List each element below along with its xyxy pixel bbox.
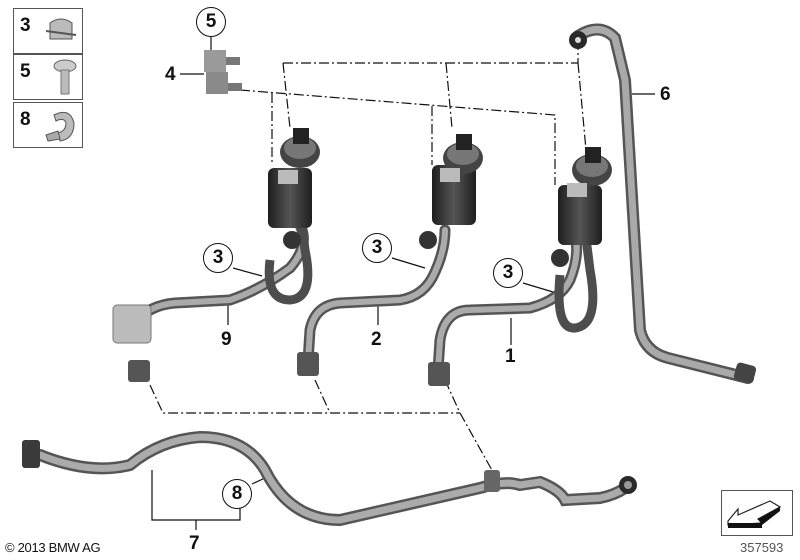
diagram-number: 357593 <box>740 540 784 555</box>
valve-left <box>268 128 320 249</box>
callout-3-clamp-right[interactable]: 3 <box>493 258 523 288</box>
pressure-sensor <box>112 304 152 344</box>
leader-lines <box>149 40 587 473</box>
legend-number: 8 <box>20 109 31 130</box>
legend-item-hose-clamp[interactable]: 8 <box>13 102 83 148</box>
legend-item-clip[interactable]: 3 <box>13 8 83 54</box>
screw-icon <box>53 59 77 95</box>
valve-middle <box>419 134 483 249</box>
callout-8-hose-clamp[interactable]: 8 <box>222 479 252 509</box>
arrow-left-icon <box>727 500 782 528</box>
callout-2-hose[interactable]: 2 <box>371 329 382 350</box>
hose-7 <box>34 430 631 527</box>
callout-4-bracket[interactable]: 4 <box>165 64 176 85</box>
callout-1-hose[interactable]: 1 <box>505 346 516 367</box>
clip-icon <box>45 18 77 40</box>
legend-number: 5 <box>20 61 31 82</box>
solid-leaders <box>151 37 655 530</box>
callout-3-clamp-middle[interactable]: 3 <box>362 233 392 263</box>
callout-3-clamp-left[interactable]: 3 <box>203 243 233 273</box>
legend-item-screw[interactable]: 5 <box>13 54 83 100</box>
legend-number: 3 <box>20 15 31 36</box>
callout-9-hose[interactable]: 9 <box>221 329 232 350</box>
hose-6 <box>572 23 754 384</box>
copyright-text: © 2013 BMW AG <box>5 540 101 555</box>
callout-7-vent-line[interactable]: 7 <box>189 533 200 554</box>
hose-clamp-icon <box>45 111 75 142</box>
valve-right <box>551 147 612 267</box>
callout-6-vent-line[interactable]: 6 <box>660 84 671 105</box>
navigation-arrow-button[interactable] <box>721 490 793 536</box>
callout-5-screw[interactable]: 5 <box>196 7 226 37</box>
bracket-4 <box>204 50 242 94</box>
